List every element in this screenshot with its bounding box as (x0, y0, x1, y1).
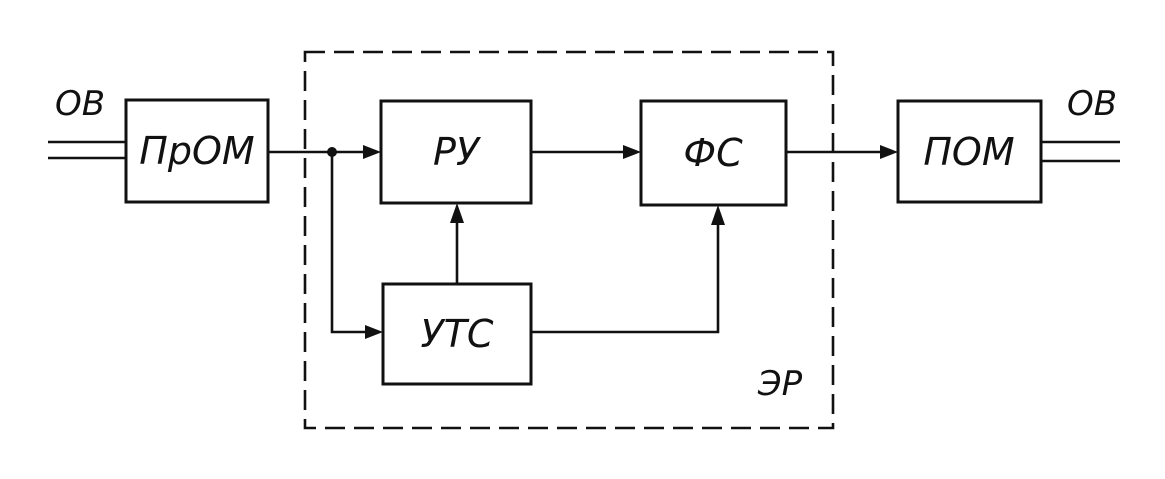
arrowhead-ru-input (363, 145, 381, 159)
input-fiber-line (48, 140, 126, 160)
block-uts-label: УТС (421, 312, 494, 356)
arrowhead-ru-clock (450, 203, 464, 223)
output-fiber-line (1041, 140, 1120, 163)
input-fiber-label: ОВ (55, 84, 105, 124)
regenerator-boundary (303, 50, 835, 430)
block-ru-label: РУ (433, 130, 482, 174)
block-uts: УТС (381, 282, 533, 386)
block-prom-label: ПрОМ (139, 129, 254, 173)
arrowhead-fs-input (623, 145, 641, 159)
block-ru: РУ (379, 99, 533, 205)
block-pom-label: ПОМ (923, 130, 1014, 174)
arrowhead-pom-input (880, 145, 898, 159)
regenerator-label: ЭР (757, 364, 803, 404)
block-prom: ПрОМ (124, 98, 270, 204)
arrowhead-uts-input (365, 325, 383, 339)
block-fs: ФС (639, 99, 788, 207)
wire-uts-to-fs (531, 224, 720, 334)
output-fiber-label: ОВ (1067, 84, 1117, 124)
arrowhead-fs-clock (711, 205, 725, 225)
block-fs-label: ФС (683, 131, 743, 175)
block-pom: ПОМ (896, 99, 1043, 204)
wire-junction-to-uts (330, 152, 366, 334)
